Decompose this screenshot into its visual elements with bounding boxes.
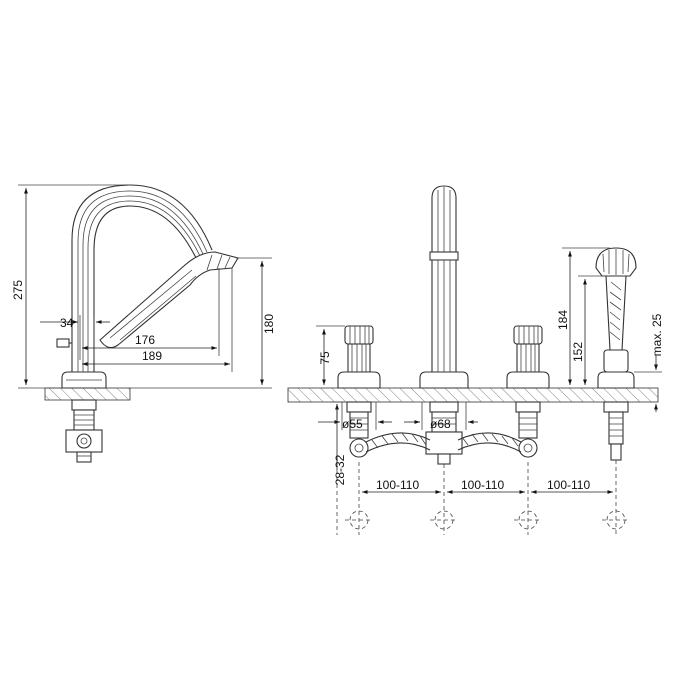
- dim-34: 34: [40, 315, 110, 360]
- dim-max-25: max. 25: [634, 313, 664, 412]
- left-valve: [337, 325, 381, 458]
- dim-189: 189: [82, 268, 233, 372]
- dim-label-75: 75: [318, 351, 332, 365]
- dim-label-spacing-2: 100-110: [461, 478, 504, 492]
- dim-184: 184: [556, 247, 610, 385]
- dim-label-d68: ø68: [430, 417, 451, 431]
- dim-label-d55: ø55: [342, 417, 363, 431]
- dim-label-189: 189: [142, 349, 162, 363]
- dim-d55: ø55: [318, 402, 392, 431]
- dim-label-152: 152: [571, 342, 585, 362]
- dim-label-184: 184: [556, 310, 570, 330]
- dim-label-28-32: 28-32: [333, 454, 347, 485]
- hole-symbols: [345, 510, 630, 530]
- hand-shower: [595, 247, 637, 461]
- front-view: 75 ø55 ø68 28-32: [287, 185, 664, 535]
- dim-label-34: 34: [60, 316, 74, 330]
- dim-label-176: 176: [135, 333, 155, 347]
- dim-d68: ø68: [404, 402, 478, 431]
- right-valve: [506, 325, 550, 458]
- front-deck: [287, 387, 659, 403]
- dim-176: 176: [82, 268, 220, 356]
- dim-180: 180: [130, 257, 276, 389]
- braided-hoses: [365, 432, 522, 453]
- dim-spacing: 100-110 100-110 100-110: [358, 460, 617, 535]
- dim-275: 275: [11, 184, 130, 389]
- dim-label-max-25: max. 25: [650, 313, 664, 356]
- dim-28-32: 28-32: [330, 401, 347, 535]
- side-underdeck: [65, 399, 103, 463]
- dim-75: 75: [316, 325, 345, 385]
- dim-label-180: 180: [262, 314, 276, 334]
- dim-label-spacing-1: 100-110: [376, 478, 419, 492]
- center-spout: [419, 185, 469, 465]
- side-view: 275 34 176 189 180: [11, 184, 276, 463]
- dim-label-275: 275: [11, 280, 25, 300]
- dim-152: 152: [571, 275, 606, 385]
- side-deck: [44, 387, 131, 401]
- dim-label-spacing-3: 100-110: [547, 478, 590, 492]
